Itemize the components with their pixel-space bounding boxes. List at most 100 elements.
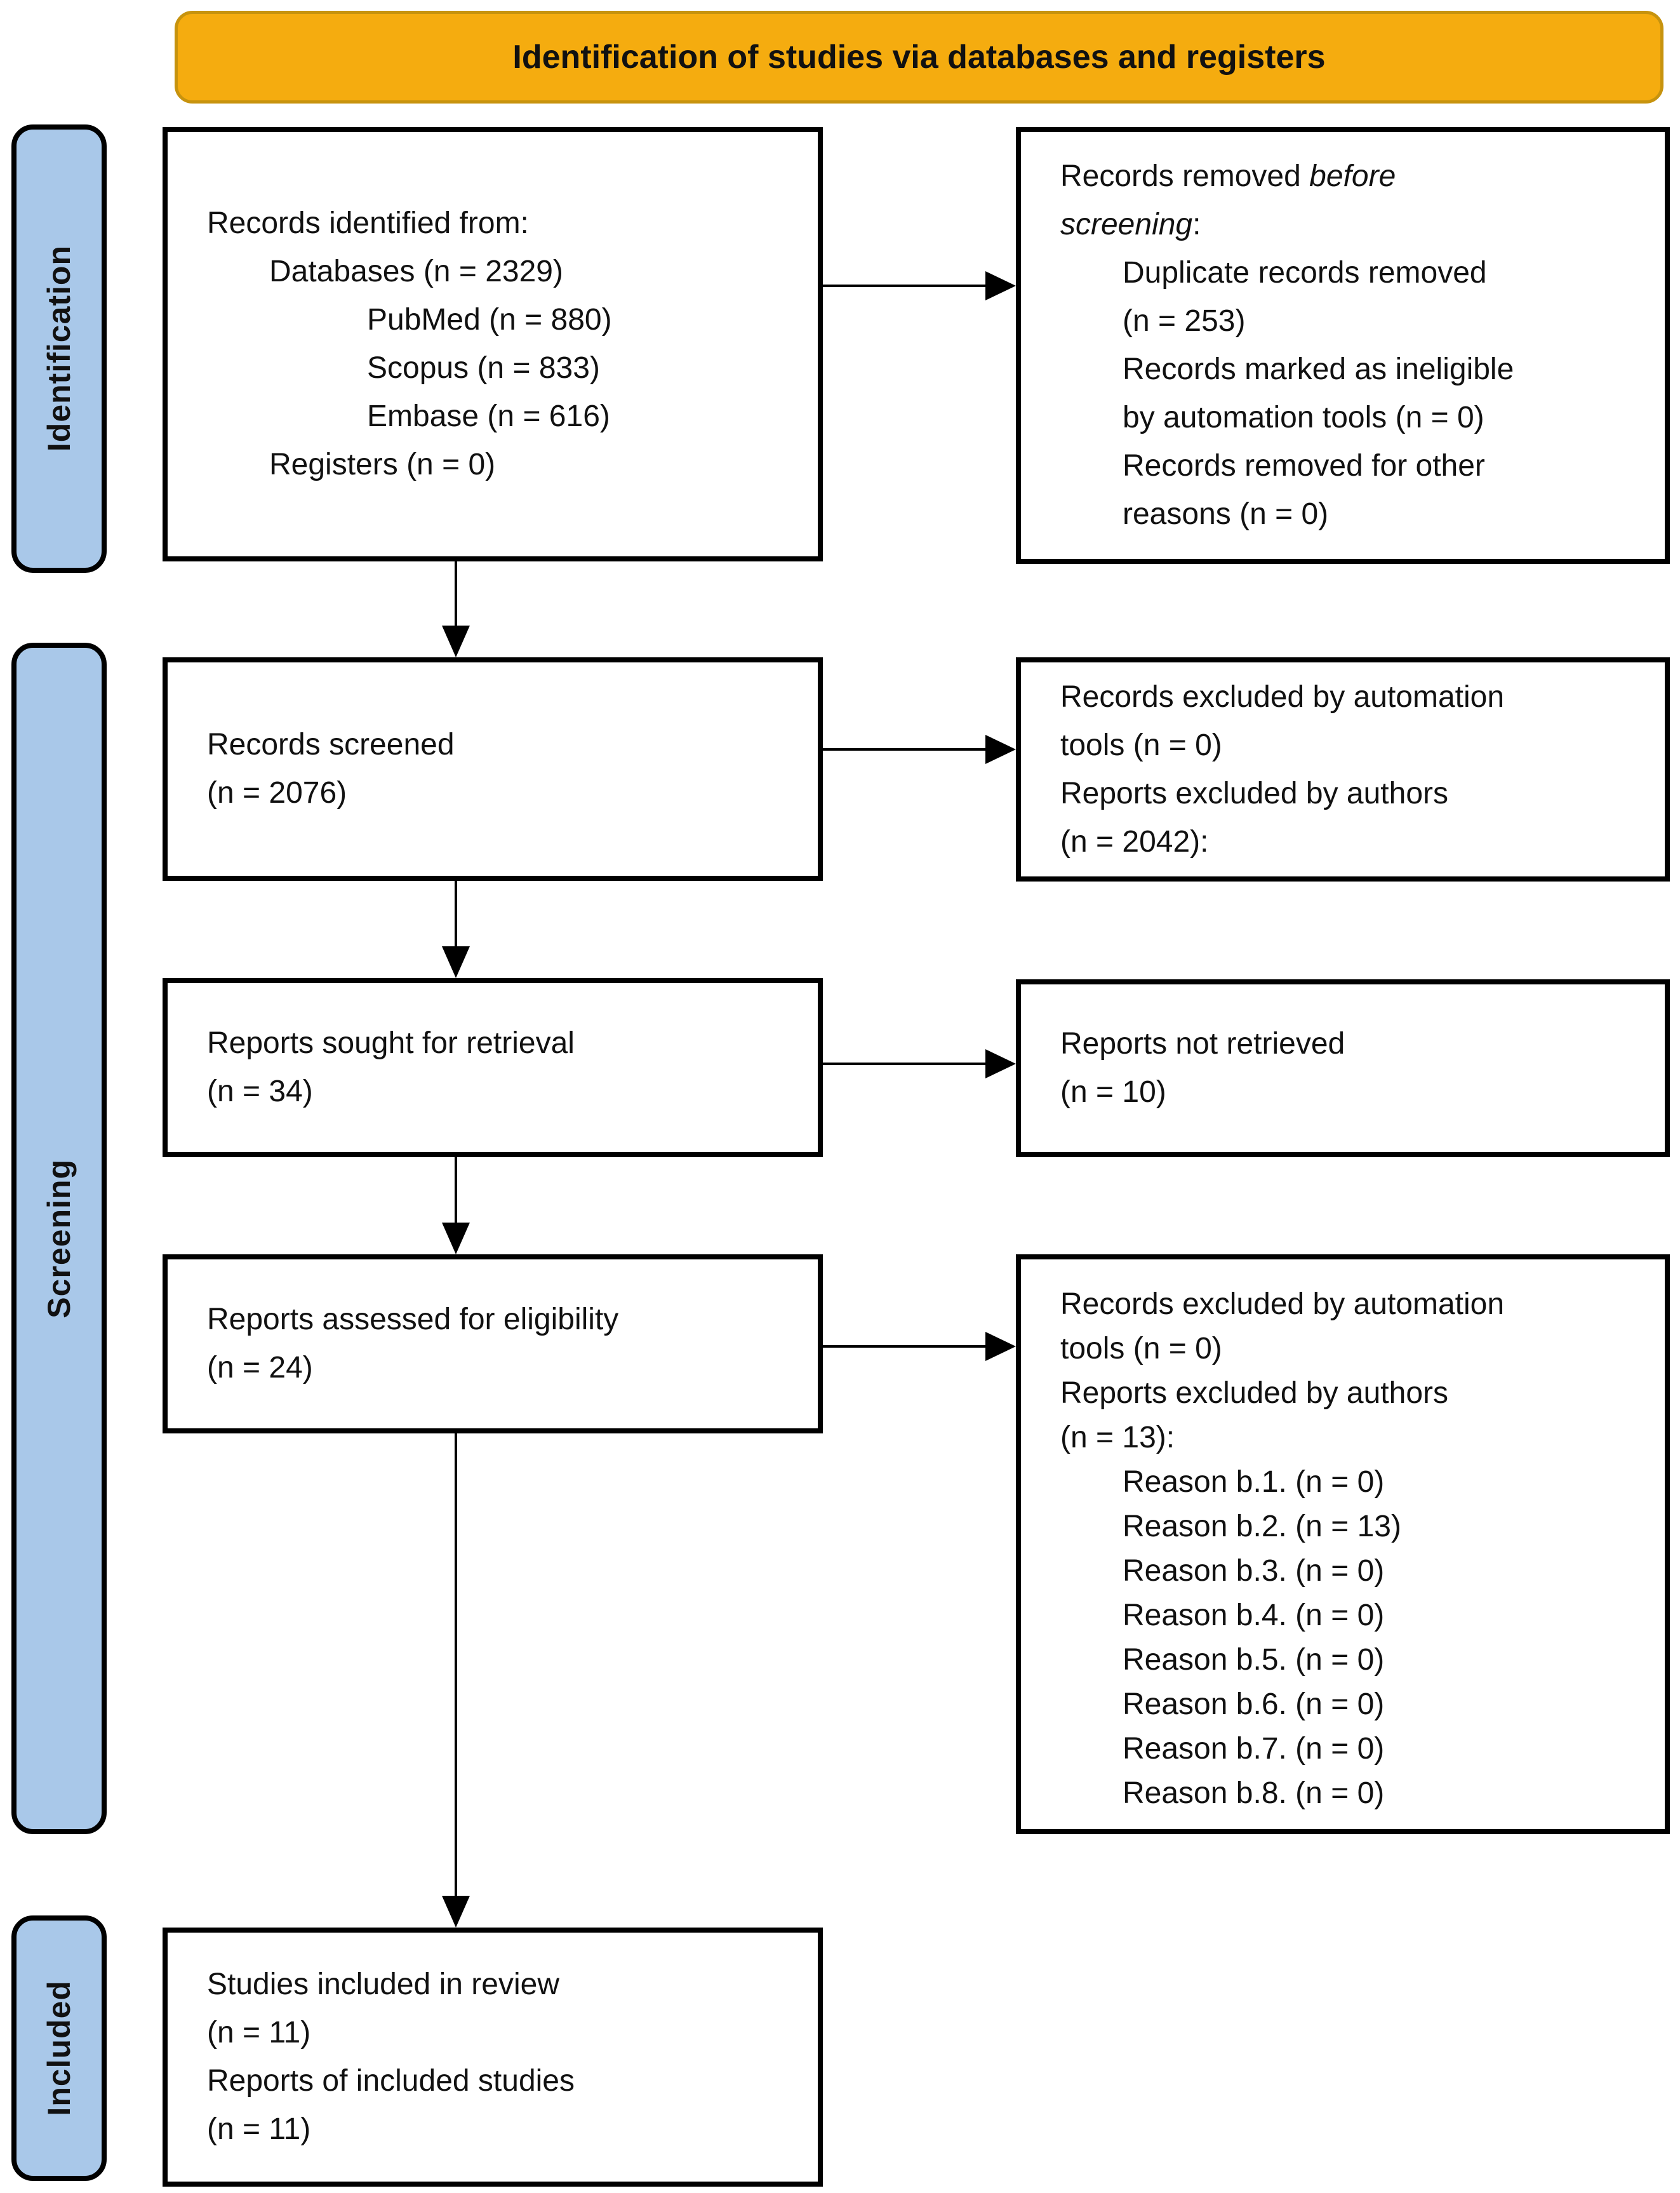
text-segment: Reports excluded by authors — [1060, 1376, 1449, 1410]
text-segment: tools (n = 0) — [1060, 1332, 1222, 1365]
arrow-down-sought-to-assessed — [442, 1157, 470, 1254]
stage-label-included: Included — [11, 1915, 107, 2181]
text-segment: Records screened — [207, 728, 455, 761]
box-studies-included-in-review: Studies included in review (n = 11) Report… — [163, 1928, 823, 2187]
text-segment: Records marked as ineligible — [1123, 352, 1514, 386]
banner-header: Identification of studies via databases … — [175, 11, 1663, 104]
text-segment: Records identified from: — [207, 206, 529, 240]
text-line: PubMed (n = 880) — [207, 296, 803, 344]
text-line: Records screened — [207, 721, 803, 769]
stage-label-included-text: Included — [41, 1980, 77, 2116]
text-line: tools (n = 0) — [1060, 1327, 1650, 1371]
arrow-shaft — [823, 1345, 988, 1348]
text-segment: (n = 2076) — [207, 776, 347, 810]
arrow-shaft — [455, 881, 457, 950]
text-line: (n = 34) — [207, 1068, 803, 1116]
text-line: Records marked as ineligible — [1060, 345, 1650, 394]
arrow-shaft — [823, 285, 988, 287]
text-line: Reason b.5. (n = 0) — [1060, 1638, 1650, 1682]
text-line: Reason b.3. (n = 0) — [1060, 1549, 1650, 1593]
text-segment-italic: before — [1309, 159, 1396, 193]
arrow-shaft — [823, 1063, 988, 1065]
box-records-removed-before-screening: Records removed before screening: Duplicat… — [1016, 127, 1670, 564]
text-segment: (n = 10) — [1060, 1075, 1166, 1109]
text-line: (n = 2076) — [207, 769, 803, 817]
text-line: Databases (n = 2329) — [207, 248, 803, 296]
text-segment: Reason b.2. (n = 13) — [1123, 1510, 1401, 1543]
text-line: tools (n = 0) — [1060, 721, 1650, 770]
text-segment: Reason b.8. (n = 0) — [1123, 1776, 1385, 1810]
arrow-shaft — [455, 561, 457, 629]
text-segment: Embase (n = 616) — [367, 399, 610, 433]
text-line: Embase (n = 616) — [207, 392, 803, 441]
arrow-head-right-icon — [985, 1332, 1016, 1361]
text-segment: Scopus (n = 833) — [367, 351, 600, 385]
text-segment: (n = 34) — [207, 1075, 313, 1108]
text-line: (n = 11) — [207, 2105, 803, 2154]
box-reports-not-retrieved: Reports not retrieved (n = 10) — [1016, 979, 1670, 1157]
text-segment: Databases (n = 2329) — [269, 255, 563, 288]
text-segment: reasons (n = 0) — [1123, 497, 1329, 531]
text-segment: PubMed (n = 880) — [367, 303, 612, 337]
arrow-shaft — [455, 1433, 457, 1900]
text-line: Reason b.2. (n = 13) — [1060, 1505, 1650, 1549]
text-line: Reason b.7. (n = 0) — [1060, 1727, 1650, 1771]
arrow-down-identified-to-screened — [442, 561, 470, 657]
text-line: Reports sought for retrieval — [207, 1019, 803, 1068]
box-reports-sought-for-retrieval: Reports sought for retrieval (n = 34) — [163, 978, 823, 1157]
arrow-head-right-icon — [985, 1049, 1016, 1078]
text-line: Records removed before — [1060, 152, 1650, 201]
text-segment: (n = 24) — [207, 1351, 313, 1385]
box-records-identified: Records identified from: Databases (n = 2… — [163, 127, 823, 561]
text-line: reasons (n = 0) — [1060, 490, 1650, 539]
text-line: (n = 2042): — [1060, 818, 1650, 866]
text-segment: Reports not retrieved — [1060, 1027, 1345, 1061]
arrow-head-down-icon — [442, 1223, 470, 1254]
text-line: Reason b.6. (n = 0) — [1060, 1682, 1650, 1727]
arrow-right-identified-to-removed — [823, 271, 1016, 300]
text-segment: tools (n = 0) — [1060, 728, 1222, 762]
text-line: (n = 10) — [1060, 1068, 1650, 1117]
stage-label-screening-text: Screening — [41, 1158, 77, 1318]
stage-label-screening: Screening — [11, 643, 107, 1834]
text-line: by automation tools (n = 0) — [1060, 394, 1650, 442]
arrow-shaft — [823, 748, 988, 751]
text-segment: Records removed — [1060, 159, 1310, 193]
box-reports-assessed-for-eligibility: Reports assessed for eligibility (n = 24) — [163, 1254, 823, 1433]
arrow-down-assessed-to-included — [442, 1433, 470, 1928]
text-line: Records removed for other — [1060, 442, 1650, 490]
text-segment: (n = 11) — [207, 2016, 311, 2049]
text-segment: : — [1192, 208, 1201, 241]
text-line: Reports assessed for eligibility — [207, 1296, 803, 1344]
text-segment: (n = 13): — [1060, 1421, 1175, 1454]
text-line: Reason b.8. (n = 0) — [1060, 1771, 1650, 1816]
text-line: Studies included in review — [207, 1961, 803, 2009]
text-line: Reports not retrieved — [1060, 1020, 1650, 1068]
text-line: Reports excluded by authors — [1060, 1371, 1650, 1416]
text-segment: Studies included in review — [207, 1968, 559, 2001]
text-line: Duplicate records removed — [1060, 249, 1650, 297]
arrow-shaft — [455, 1157, 457, 1226]
arrow-right-screened-to-excluded — [823, 735, 1016, 764]
text-line: Records excluded by automation — [1060, 673, 1650, 721]
text-line: Reports excluded by authors — [1060, 770, 1650, 818]
text-segment: Reports assessed for eligibility — [207, 1303, 619, 1336]
arrow-right-assessed-to-excluded — [823, 1332, 1016, 1361]
text-line: Records identified from: — [207, 199, 803, 248]
text-segment: Reports excluded by authors — [1060, 776, 1449, 810]
box-records-excluded-screening: Records excluded by automation tools (n =… — [1016, 657, 1670, 882]
text-segment: Duplicate records removed — [1123, 256, 1487, 290]
text-segment: Reason b.1. (n = 0) — [1123, 1465, 1385, 1499]
text-line: (n = 253) — [1060, 297, 1650, 345]
text-line: Registers (n = 0) — [207, 441, 803, 489]
arrow-head-down-icon — [442, 1896, 470, 1928]
text-segment-italic: screening — [1060, 208, 1193, 241]
text-segment: by automation tools (n = 0) — [1123, 401, 1484, 434]
text-segment: Records excluded by automation — [1060, 1287, 1505, 1321]
arrow-head-down-icon — [442, 626, 470, 657]
text-segment: (n = 2042): — [1060, 824, 1209, 859]
text-segment: (n = 253) — [1123, 304, 1246, 338]
arrow-right-sought-to-not-retrieved — [823, 1049, 1016, 1078]
text-segment: Reports of included studies — [207, 2064, 575, 2098]
text-line: Reports of included studies — [207, 2057, 803, 2105]
